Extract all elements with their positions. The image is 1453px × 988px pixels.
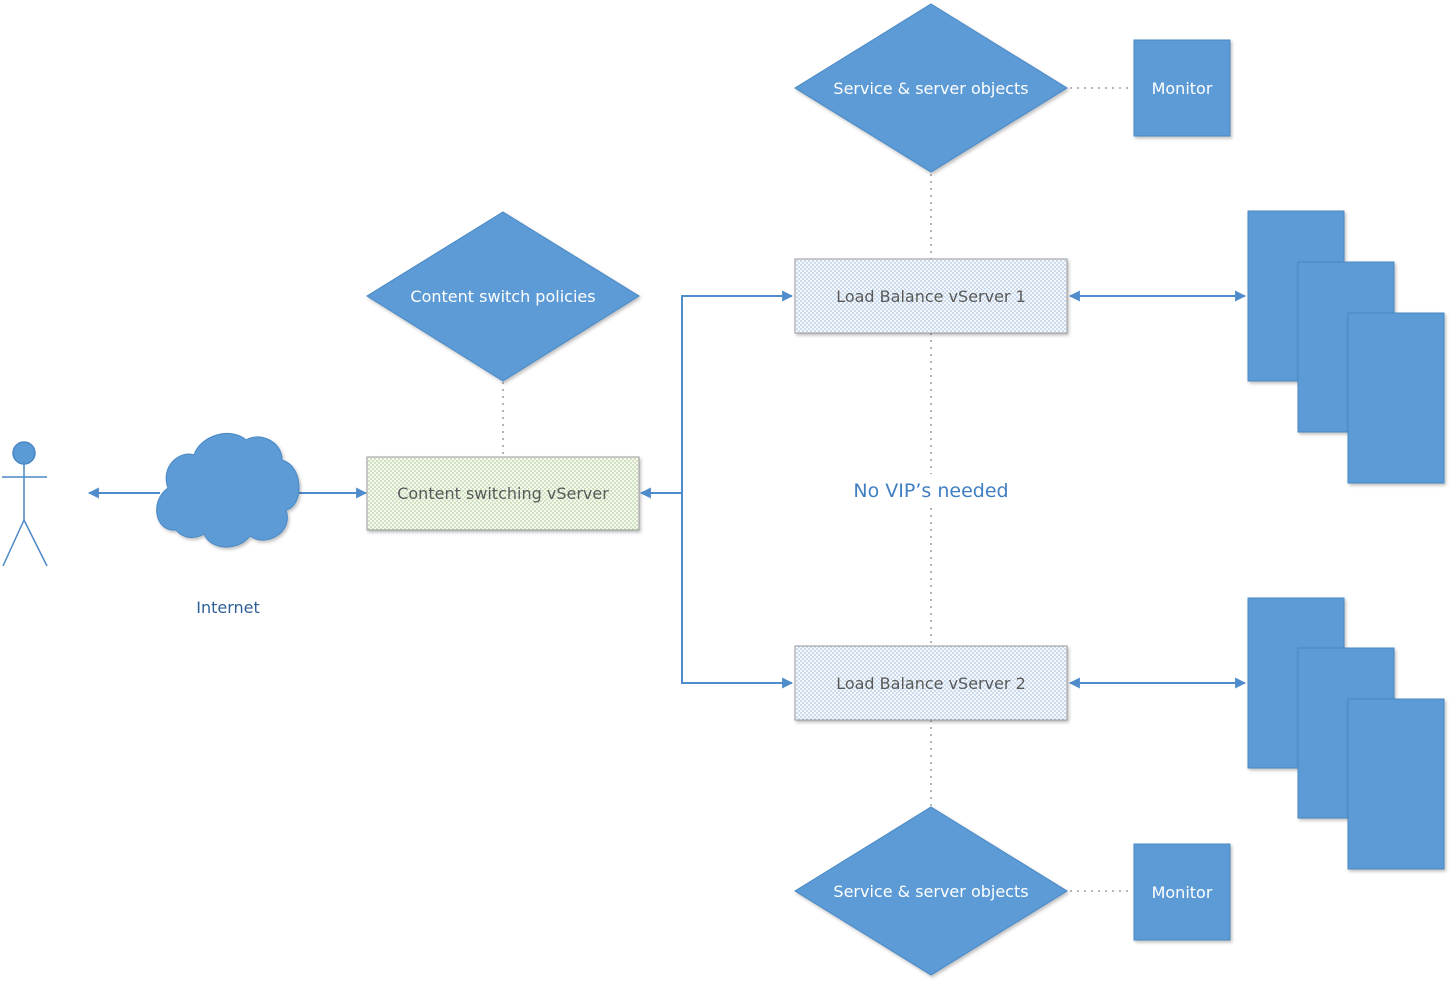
internet-label: Internet [196, 598, 260, 617]
content-switching-vserver-label: Content switching vServer [397, 484, 609, 503]
no-vip-note: No VIP’s needed [853, 480, 1008, 502]
service-objects-top-label: Service & server objects [833, 79, 1028, 98]
monitor-bottom-label: Monitor [1152, 883, 1213, 902]
monitor-top-box[interactable]: Monitor [1133, 39, 1231, 137]
server-stack-icon [1247, 597, 1445, 870]
note-backdrop [840, 474, 1022, 506]
server-stack-icon [1247, 210, 1445, 484]
dotted-associations [502, 87, 1133, 892]
cloud-icon [156, 432, 300, 548]
service-objects-bottom-label: Service & server objects [833, 882, 1028, 901]
lb-vserver-2-box[interactable]: Load Balance vServer 2 [794, 645, 1068, 721]
content-switch-policies-diamond[interactable]: Content switch policies [366, 211, 640, 382]
user-stick-figure-icon [2, 441, 48, 567]
connectors [87, 290, 1247, 689]
service-objects-bottom-diamond[interactable]: Service & server objects [794, 806, 1068, 976]
lb-vserver-1-box[interactable]: Load Balance vServer 1 [794, 258, 1068, 334]
content-switching-vserver-box[interactable]: Content switching vServer [366, 456, 640, 531]
monitor-top-label: Monitor [1152, 79, 1213, 98]
lb-vserver-2-label: Load Balance vServer 2 [836, 674, 1026, 693]
monitor-bottom-box[interactable]: Monitor [1133, 843, 1231, 941]
lb-vserver-1-label: Load Balance vServer 1 [836, 287, 1026, 306]
service-objects-top-diamond[interactable]: Service & server objects [794, 3, 1068, 173]
content-switch-policies-label: Content switch policies [410, 287, 595, 306]
